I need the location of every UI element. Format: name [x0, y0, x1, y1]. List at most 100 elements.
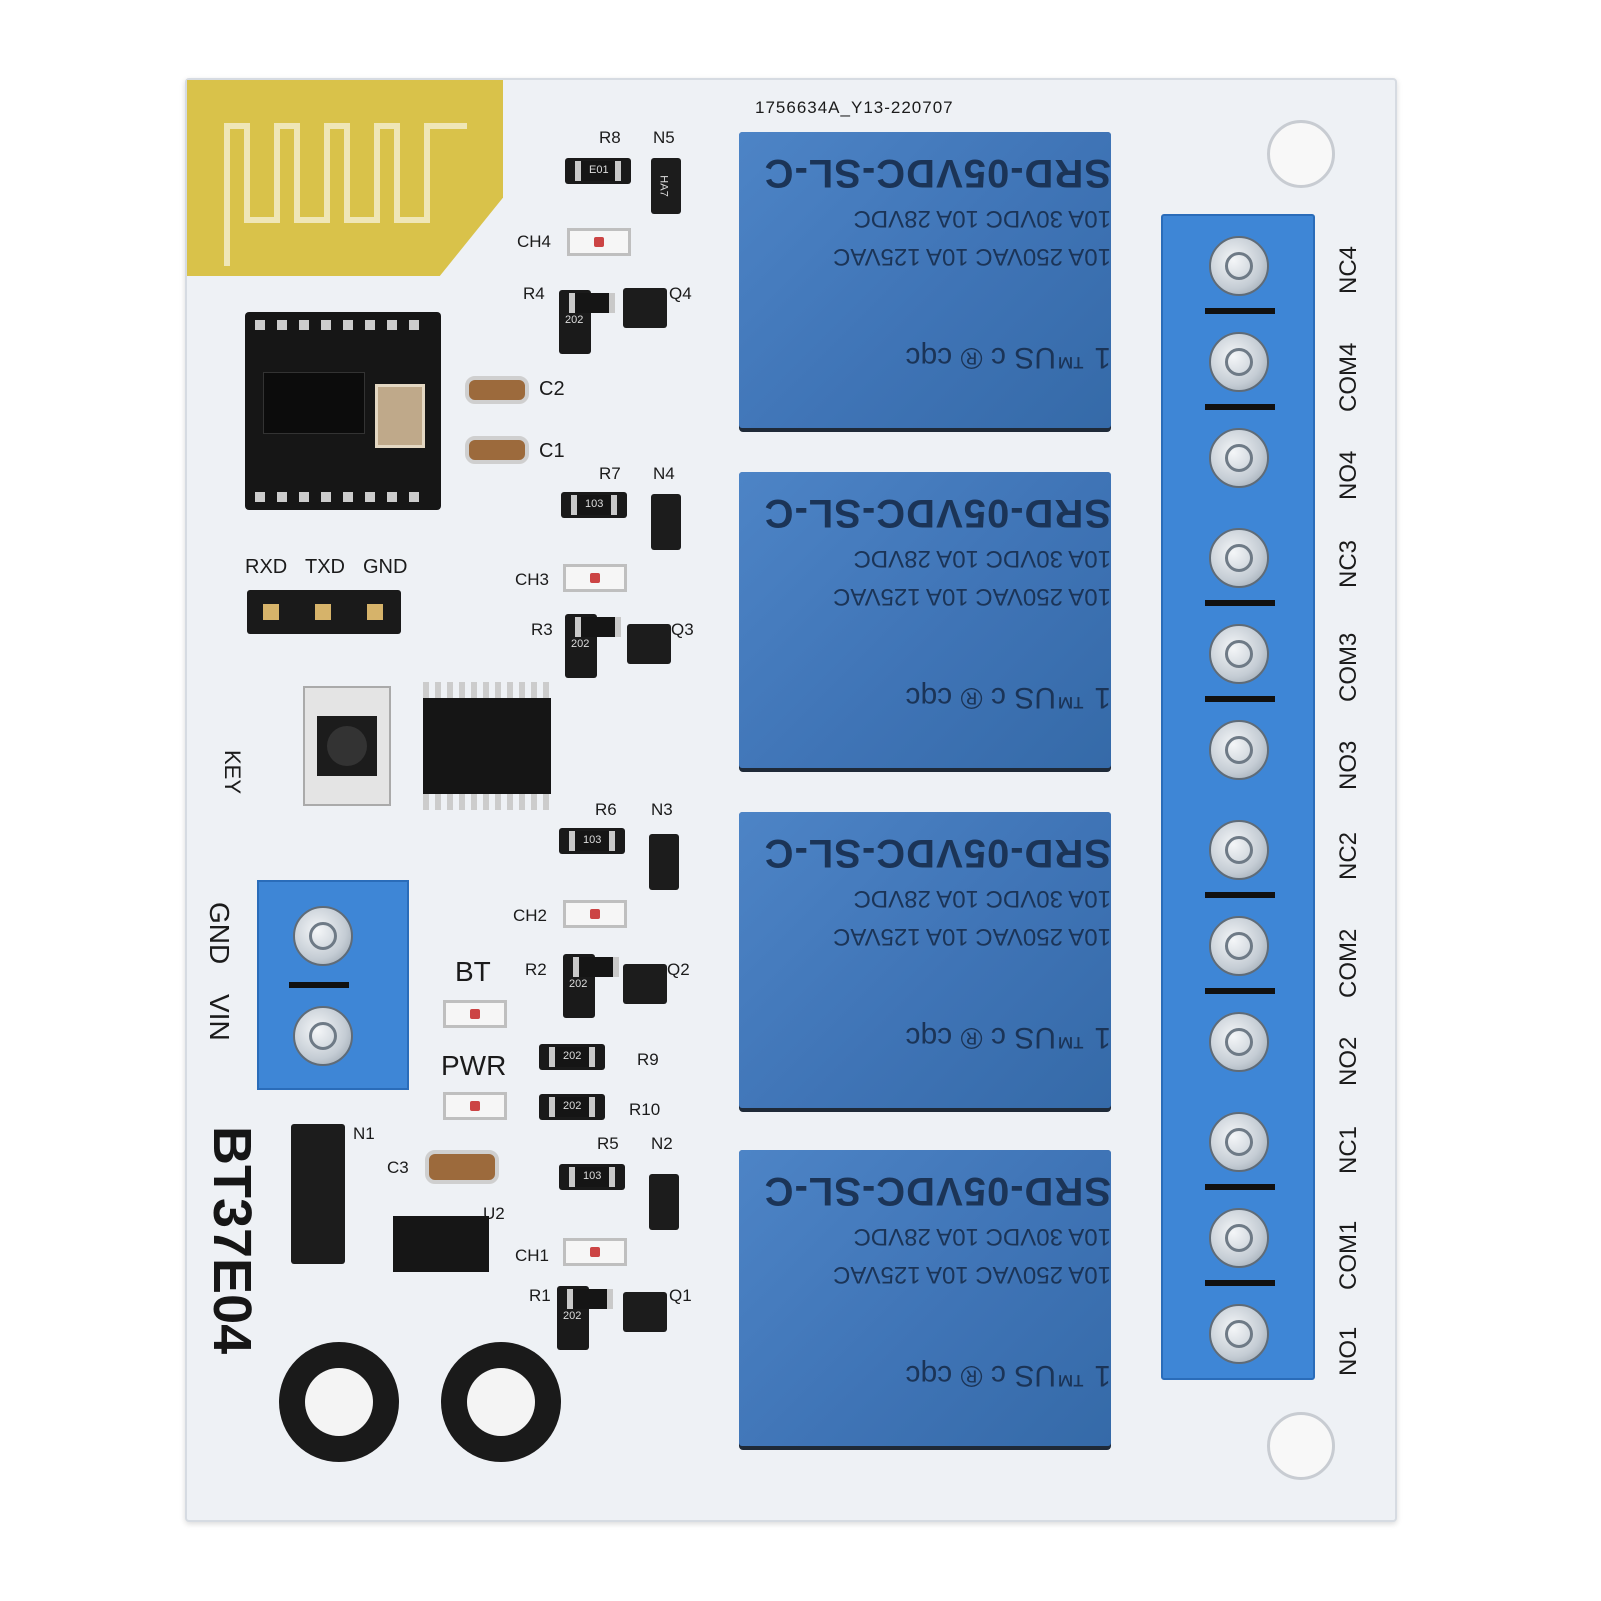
label-c2: C2	[539, 378, 565, 400]
relay-1-rating-1: 10A 250VAC 10A 125VAC	[833, 1261, 1111, 1288]
label-q1: Q1	[669, 1286, 692, 1305]
relay-4-mark: 1 ™US c ® cqc	[905, 341, 1112, 374]
smd-code-r7: 103	[585, 498, 604, 510]
terminal-label-nc3: NC3	[1335, 539, 1362, 588]
transistor-q3	[627, 624, 671, 664]
terminal-label-no3: NO3	[1335, 740, 1362, 790]
relay-4-rating-2: 10A 30VDC 10A 28VDC	[853, 205, 1112, 232]
screw-com4[interactable]	[1209, 332, 1269, 392]
resistor-r7	[561, 492, 627, 518]
led-pwr	[443, 1092, 507, 1120]
uart-header[interactable]	[247, 590, 401, 634]
resistor-r1	[557, 1286, 613, 1350]
label-n3: N3	[651, 800, 673, 819]
power-label-gnd: GND	[204, 902, 235, 965]
screw-nc1[interactable]	[1209, 1112, 1269, 1172]
label-r6: R6	[595, 800, 617, 819]
smd-code-r8: E01	[589, 164, 609, 176]
relay-3-rating-1: 10A 250VAC 10A 125VAC	[833, 583, 1111, 610]
resistor-r8	[565, 158, 631, 184]
smd-code-r5: 103	[583, 1170, 602, 1182]
screw-com2[interactable]	[1209, 916, 1269, 976]
smd-code-n5: HA7	[657, 175, 670, 197]
header-label-gnd: GND	[363, 556, 408, 578]
diode-n2	[649, 1174, 679, 1230]
smd-code-r6: 103	[583, 834, 602, 846]
capacitor-c2	[465, 376, 529, 404]
antenna-pad	[187, 80, 503, 276]
label-q2: Q2	[667, 960, 690, 979]
terminal-label-no1: NO1	[1335, 1326, 1362, 1376]
relay-3-mark: 1 ™US c ® cqc	[905, 681, 1112, 714]
relay-4: SRD-05VDC-SL-C 10A 250VAC 10A 125VAC 10A…	[739, 132, 1111, 432]
power-terminal-block[interactable]	[257, 880, 409, 1090]
screw-no3[interactable]	[1209, 720, 1269, 780]
smd-code-r9: 202	[563, 1050, 582, 1062]
diode-n3	[649, 834, 679, 890]
terminal-label-nc4: NC4	[1335, 245, 1362, 294]
relay-4-rating-1: 10A 250VAC 10A 125VAC	[833, 243, 1111, 270]
relay-1: SRD-05VDC-SL-C 10A 250VAC 10A 125VAC 10A…	[739, 1150, 1111, 1450]
capacitor-c1	[465, 436, 529, 464]
screw-no2[interactable]	[1209, 1012, 1269, 1072]
relay-3-rating-2: 10A 30VDC 10A 28VDC	[853, 545, 1112, 572]
screw-com3[interactable]	[1209, 624, 1269, 684]
smd-code-r3: 202	[571, 638, 590, 650]
terminal-label-com4: COM4	[1335, 342, 1362, 412]
antenna-trace-icon	[224, 123, 467, 266]
terminal-label-nc2: NC2	[1335, 831, 1362, 880]
terminal-label-nc1: NC1	[1335, 1125, 1362, 1174]
label-r2: R2	[525, 960, 547, 979]
relay-1-rating-2: 10A 30VDC 10A 28VDC	[853, 1223, 1112, 1250]
power-label-vin: VIN	[204, 994, 235, 1041]
electrolytic-capacitor-2	[441, 1342, 561, 1462]
led-ch3	[563, 564, 627, 592]
relay-1-model: SRD-05VDC-SL-C	[763, 1169, 1111, 1213]
header-label-txd: TXD	[305, 556, 345, 578]
key-button[interactable]	[303, 686, 391, 806]
terminal-label-no4: NO4	[1335, 450, 1362, 500]
output-terminal-block[interactable]	[1161, 214, 1315, 1380]
mounting-hole-bottom	[1267, 1412, 1335, 1480]
label-ch2: CH2	[513, 906, 548, 925]
terminal-label-com2: COM2	[1335, 928, 1362, 998]
resistor-r9	[539, 1044, 605, 1070]
screw-nc4[interactable]	[1209, 236, 1269, 296]
screw-no1[interactable]	[1209, 1304, 1269, 1364]
mcu-chip	[423, 682, 551, 810]
label-r9: R9	[637, 1050, 659, 1069]
screw-gnd[interactable]	[293, 906, 353, 966]
led-ch4	[567, 228, 631, 256]
terminal-label-com1: COM1	[1335, 1220, 1362, 1290]
label-q3: Q3	[671, 620, 694, 639]
screw-nc2[interactable]	[1209, 820, 1269, 880]
label-pwr: PWR	[441, 1050, 507, 1081]
bluetooth-module	[245, 312, 441, 510]
led-bt	[443, 1000, 507, 1028]
capacitor-c3	[425, 1150, 499, 1184]
label-ch3: CH3	[515, 570, 550, 589]
transistor-q4	[623, 288, 667, 328]
label-n4: N4	[653, 464, 675, 483]
label-ch4: CH4	[517, 232, 552, 251]
relay-2: SRD-05VDC-SL-C 10A 250VAC 10A 125VAC 10A…	[739, 812, 1111, 1112]
resistor-r3	[565, 614, 621, 678]
regulator-u2	[393, 1216, 489, 1272]
label-n5: N5	[653, 128, 675, 147]
screw-com1[interactable]	[1209, 1208, 1269, 1268]
screw-nc3[interactable]	[1209, 528, 1269, 588]
label-r5: R5	[597, 1134, 619, 1153]
transistor-q1	[623, 1292, 667, 1332]
relay-2-mark: 1 ™US c ® cqc	[905, 1021, 1112, 1054]
screw-no4[interactable]	[1209, 428, 1269, 488]
diode-n4	[651, 494, 681, 550]
resistor-r2	[563, 954, 619, 1018]
relay-2-rating-2: 10A 30VDC 10A 28VDC	[853, 885, 1112, 912]
relay-1-mark: 1 ™US c ® cqc	[905, 1359, 1112, 1392]
label-r8: R8	[599, 128, 621, 147]
screw-vin[interactable]	[293, 1006, 353, 1066]
mounting-hole-top	[1267, 120, 1335, 188]
label-r10: R10	[629, 1100, 661, 1119]
label-q4: Q4	[669, 284, 692, 303]
crystal	[375, 384, 425, 448]
